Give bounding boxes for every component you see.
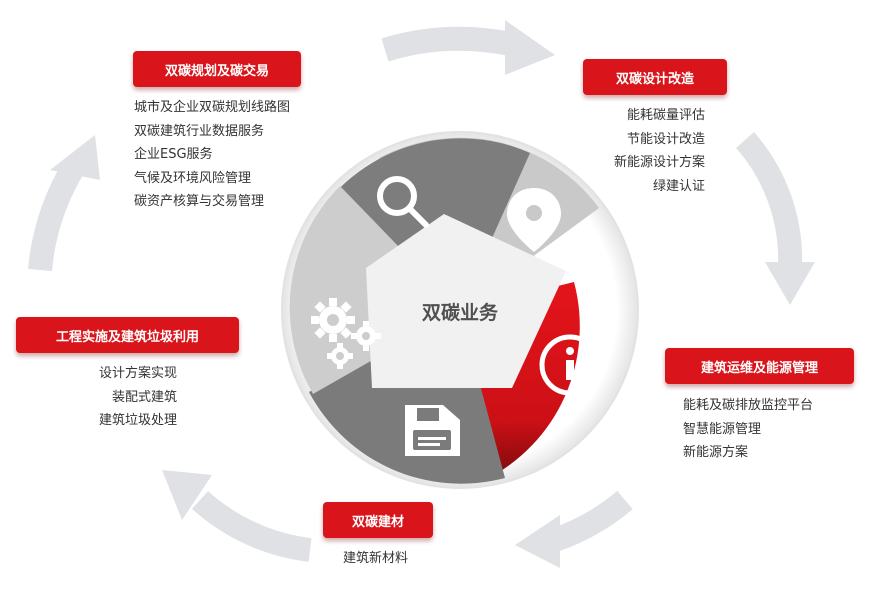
arrowhead-bottom-left — [162, 470, 212, 520]
list-item: 能耗碳量评估 — [626, 108, 705, 123]
arrow-right-lower — [550, 490, 633, 552]
center-pentagon — [366, 214, 566, 388]
list-item: 设计方案实现 — [98, 366, 177, 381]
section-label-operations: 建筑运维及能源管理 — [665, 348, 854, 384]
list-item: 绿建认证 — [652, 178, 705, 194]
arrow-top — [381, 26, 518, 62]
list-item: 智慧能源管理 — [683, 421, 762, 437]
section-items-design: 能耗碳量评估 节能设计改造 新能源设计方案 绿建认证 — [560, 104, 705, 198]
list-item: 建筑新材料 — [343, 551, 409, 566]
magnifier-icon — [377, 176, 429, 228]
section-items-construction: 设计方案实现 装配式建筑 建筑垃圾处理 — [60, 362, 177, 433]
list-item: 碳资产核算与交易管理 — [134, 194, 265, 209]
section-label-planning: 双碳规划及碳交易 — [133, 51, 301, 87]
gears-icon — [311, 298, 381, 369]
cycle-arrows — [28, 26, 803, 562]
arrowhead-right-lower — [515, 515, 560, 568]
location-pin-icon — [507, 188, 561, 252]
section-items-operations: 能耗及碳排放监控平台 智慧能源管理 新能源方案 — [683, 394, 813, 465]
arrow-right-upper — [735, 132, 803, 266]
cycle-arrowheads — [50, 20, 815, 568]
arrowhead-top — [505, 20, 555, 75]
list-item: 企业ESG服务 — [134, 147, 213, 162]
list-item: 双碳建筑行业数据服务 — [134, 123, 265, 139]
section-items-materials: 建筑新材料 — [343, 547, 408, 571]
center-label: 双碳业务 — [421, 302, 498, 324]
section-label-materials: 双碳建材 — [323, 502, 433, 538]
list-item: 城市及企业双碳规划线路图 — [134, 100, 291, 115]
outer-ring-edge — [281, 131, 639, 489]
list-item: 新能源设计方案 — [613, 155, 705, 170]
arrowhead-right-upper — [765, 262, 815, 305]
arrow-left — [28, 158, 86, 272]
info-icon — [539, 334, 601, 396]
list-item: 能耗及碳排放监控平台 — [683, 398, 814, 413]
list-item: 节能设计改造 — [626, 131, 705, 147]
list-item: 装配式建筑 — [111, 389, 177, 405]
section-label-construction: 工程实施及建筑垃圾利用 — [16, 317, 239, 353]
list-item: 气候及环境风险管理 — [134, 170, 252, 186]
section-label-design: 双碳设计改造 — [583, 59, 727, 95]
list-item: 建筑垃圾处理 — [98, 413, 177, 428]
arrow-bottom-left — [191, 490, 312, 562]
section-items-planning: 城市及企业双碳规划线路图 双碳建筑行业数据服务 企业ESG服务 气候及环境风险管… — [134, 96, 290, 214]
arrowhead-left — [50, 135, 100, 180]
list-item: 新能源方案 — [683, 445, 749, 460]
floppy-disk-icon — [405, 405, 460, 456]
